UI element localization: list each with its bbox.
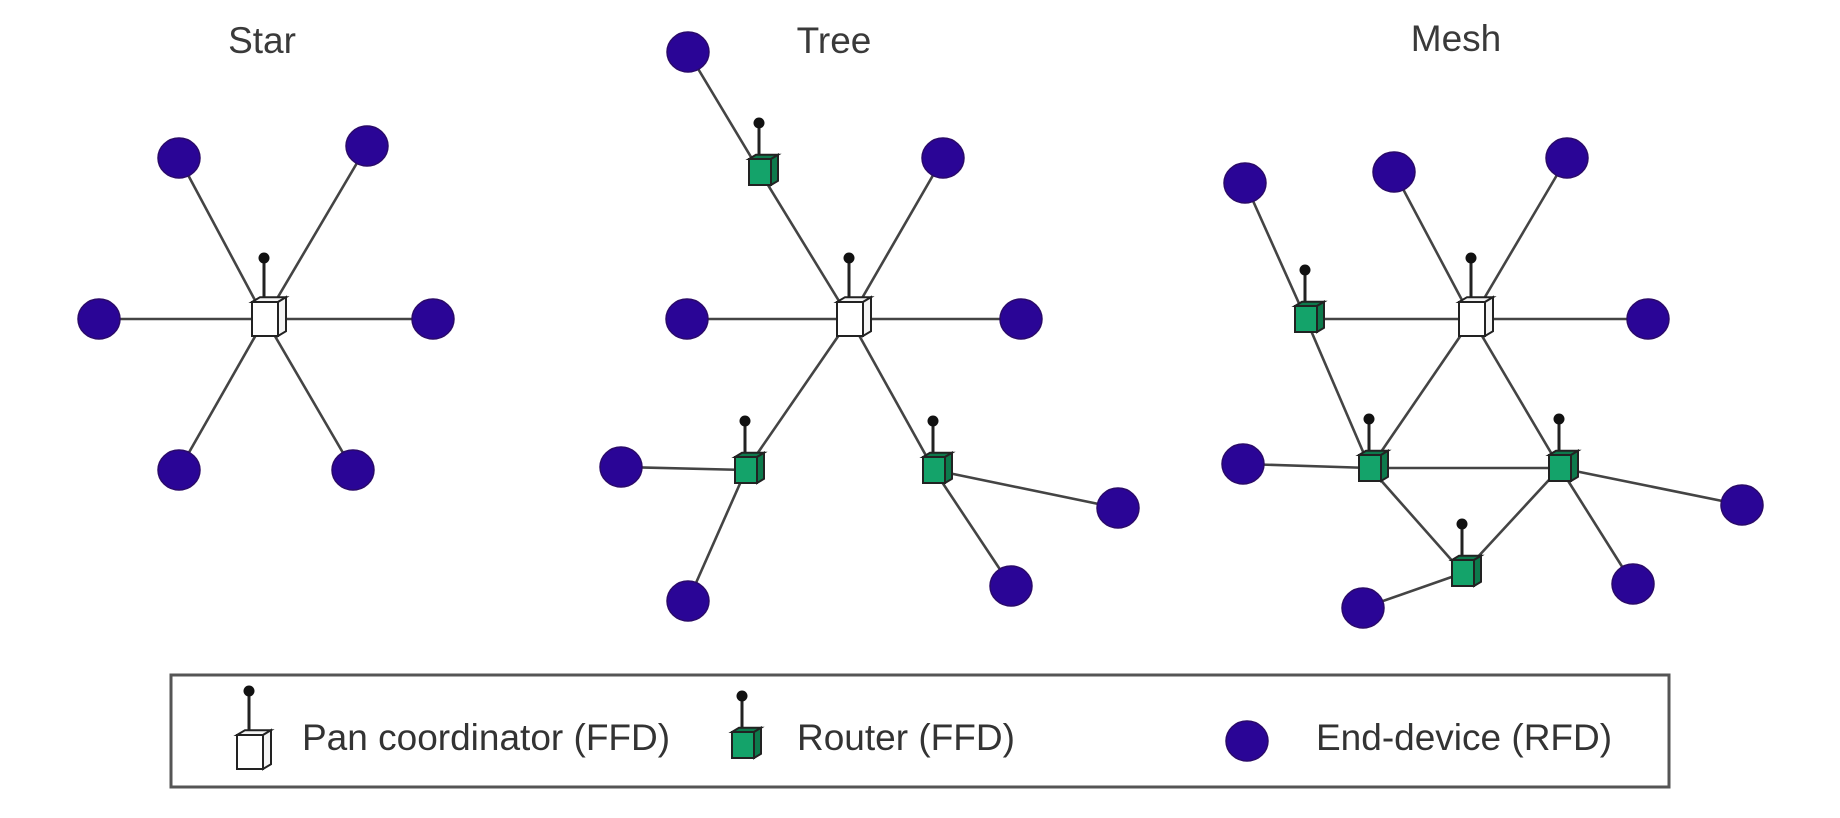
end-device-node	[665, 298, 709, 340]
end-device-node	[599, 446, 643, 488]
legend-label-end-device: End-device (RFD)	[1316, 717, 1612, 758]
legend: Pan coordinator (FFD) Router (FFD) End-d…	[169, 673, 1671, 789]
edge-rc-e8	[932, 469, 1013, 587]
legend-end-device-icon	[1225, 720, 1269, 762]
legend-box	[169, 673, 1671, 789]
end-device-node	[1626, 298, 1670, 340]
router-node	[1448, 518, 1485, 588]
end-device-node	[157, 137, 201, 179]
antenna-tip-icon	[739, 415, 751, 427]
pan-coordinator-node	[248, 252, 290, 338]
edge-e3-c	[1470, 157, 1569, 320]
router-node	[731, 415, 768, 485]
antenna-tip-icon	[1299, 264, 1311, 276]
edge-rc-e7	[1558, 467, 1635, 585]
edge-c-e6	[263, 318, 355, 471]
antenna-tip-icon	[927, 415, 939, 427]
edge-c-rb	[744, 318, 852, 471]
end-device-node	[331, 449, 375, 491]
title-mesh: Mesh	[1411, 18, 1501, 59]
end-device-node	[989, 565, 1033, 607]
end-device-node	[1096, 487, 1140, 529]
edge-c-rc	[848, 318, 936, 471]
end-device-node	[345, 125, 389, 167]
edge-rc-e6	[1559, 466, 1743, 507]
end-device-node	[77, 298, 121, 340]
end-device-node	[411, 298, 455, 340]
end-device-node	[157, 449, 201, 491]
legend-label-router: Router (FFD)	[797, 717, 1015, 758]
end-device-node	[1223, 162, 1267, 204]
end-device-node	[1221, 443, 1265, 485]
router-node	[1355, 413, 1392, 483]
antenna-tip-icon	[1553, 413, 1565, 425]
end-device-node	[999, 298, 1043, 340]
mesh-topology	[1221, 137, 1764, 629]
router-icon	[728, 690, 765, 760]
end-device-icon	[1225, 720, 1269, 762]
pan-coordinator-icon	[233, 685, 275, 771]
router-node	[1545, 413, 1582, 483]
title-star: Star	[228, 20, 296, 61]
antenna-tip-icon	[736, 690, 748, 702]
edge-rb-e6	[686, 469, 748, 602]
end-device-node	[1341, 587, 1385, 629]
pan-coordinator-node	[1455, 252, 1497, 338]
edge-e2-c	[1392, 171, 1474, 320]
antenna-tip-icon	[258, 252, 270, 264]
legend-router-icon	[728, 690, 765, 760]
star-topology	[77, 125, 455, 491]
antenna-tip-icon	[243, 685, 255, 697]
edge-ra-c	[758, 171, 852, 320]
antenna-tip-icon	[753, 117, 765, 129]
tree-topology	[599, 31, 1140, 622]
antenna-tip-icon	[1456, 518, 1468, 530]
antenna-tip-icon	[1363, 413, 1375, 425]
antenna-tip-icon	[1465, 252, 1477, 264]
edge-c-rc	[1470, 318, 1562, 469]
title-tree: Tree	[797, 20, 872, 61]
end-device-node	[1372, 151, 1416, 193]
legend-label-coordinator: Pan coordinator (FFD)	[302, 717, 670, 758]
end-device-node	[921, 137, 965, 179]
pan-coordinator-node	[833, 252, 875, 338]
end-device-node	[666, 31, 710, 73]
end-device-node	[1720, 484, 1764, 526]
edge-c-e2	[263, 145, 369, 320]
edge-e1-ra	[1243, 182, 1308, 320]
edge-c-rb	[1368, 318, 1474, 469]
end-device-node	[1545, 137, 1589, 179]
legend-coordinator-icon	[233, 685, 275, 771]
edge-c-e2	[848, 157, 945, 320]
router-node	[919, 415, 956, 485]
end-device-node	[1611, 563, 1655, 605]
edge-rc-e7	[933, 468, 1119, 510]
router-node	[745, 117, 782, 187]
router-node	[1291, 264, 1328, 334]
end-device-node	[666, 580, 710, 622]
edge-c-e5	[177, 318, 267, 471]
edge-c-e1	[177, 157, 267, 320]
antenna-tip-icon	[843, 252, 855, 264]
edge-rb-rd	[1369, 467, 1464, 574]
edge-e1-ra	[686, 51, 762, 173]
edge-ra-rb	[1304, 318, 1372, 469]
